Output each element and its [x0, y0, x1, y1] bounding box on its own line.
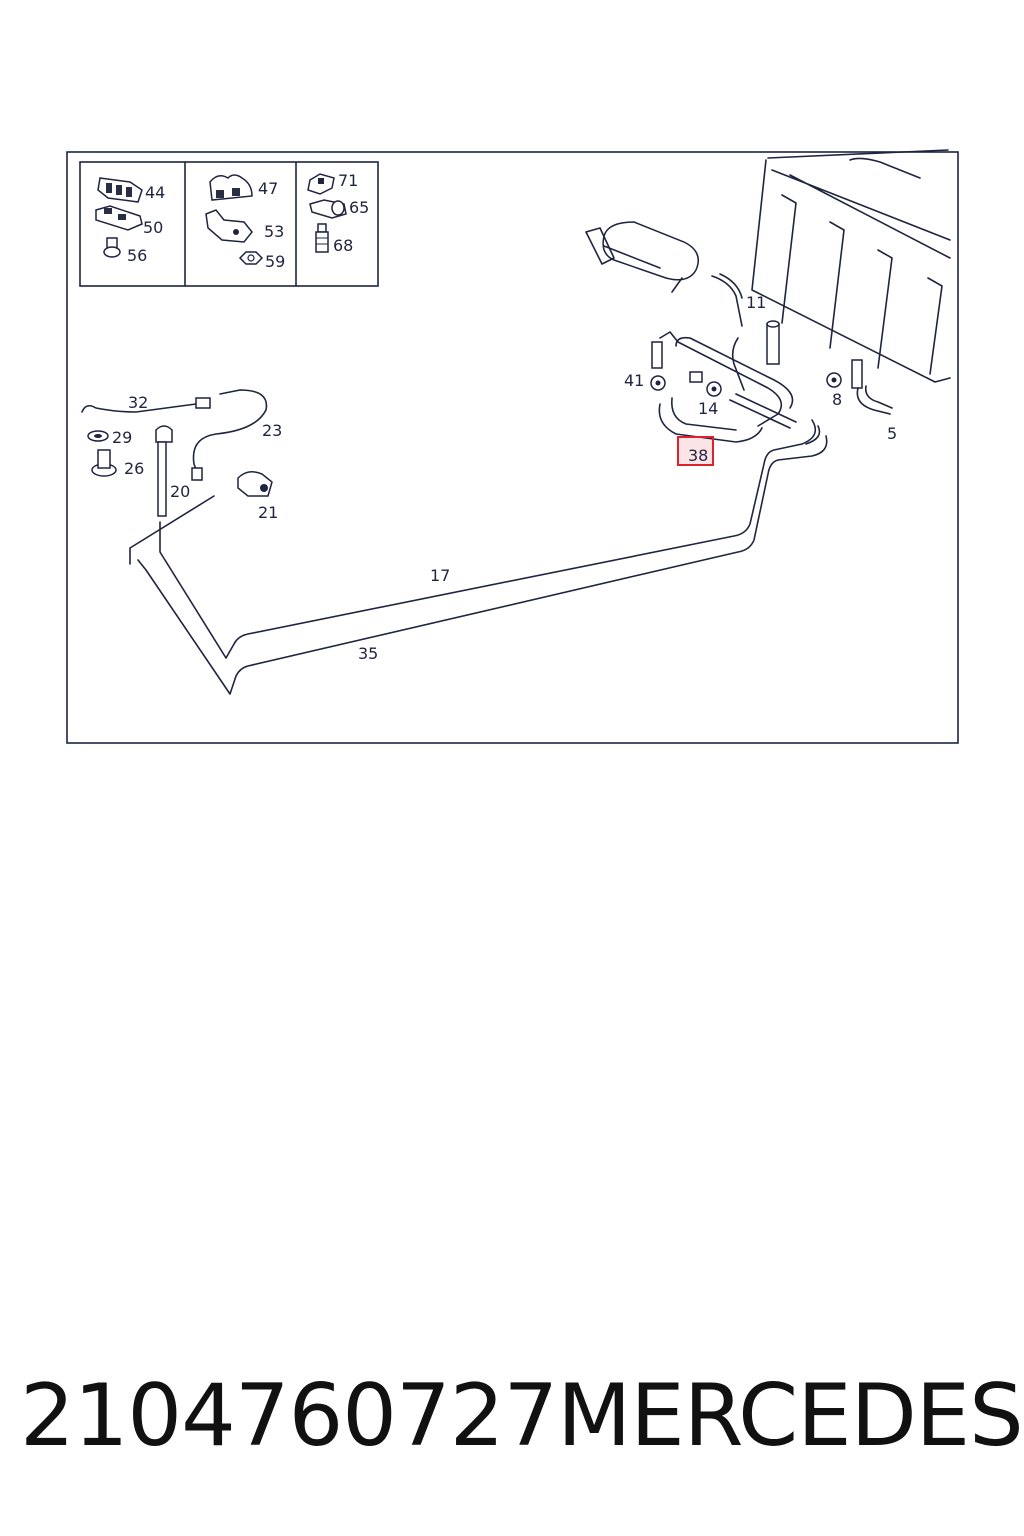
label-38: 38 — [688, 446, 708, 465]
screw-68-icon — [315, 223, 329, 253]
bolt-56-icon — [103, 237, 121, 258]
clip-44-icon — [97, 177, 143, 203]
legend-label-53: 53 — [264, 222, 284, 241]
fuel-filter-drawing — [585, 221, 743, 327]
nut-59-icon — [238, 251, 264, 265]
clipnut-71-icon — [307, 173, 335, 195]
label-5: 5 — [887, 424, 897, 443]
line-23-drawing — [191, 389, 268, 481]
legend-label-47: 47 — [258, 179, 278, 198]
label-21: 21 — [258, 503, 278, 522]
label-20: 20 — [170, 482, 190, 501]
label-11: 11 — [746, 293, 766, 312]
parts-diagram: 44 50 56 47 53 59 71 65 68 — [66, 149, 959, 744]
bracket-50-icon — [95, 205, 143, 231]
bracket-53-icon — [205, 209, 253, 243]
washer-29-icon — [87, 430, 109, 442]
fuel-line-35-drawing — [129, 435, 828, 695]
clamp-47-icon — [209, 174, 253, 201]
legend-label-71: 71 — [338, 171, 358, 190]
clip-8-icon — [826, 372, 842, 388]
label-23: 23 — [262, 421, 282, 440]
part-number: 2104760727 — [20, 1366, 558, 1466]
label-17: 17 — [430, 566, 450, 585]
highlighted-part-38[interactable]: 38 — [677, 436, 714, 466]
highlight-box — [677, 436, 714, 466]
legend-label-68: 68 — [333, 236, 353, 255]
legend-label-65: 65 — [349, 198, 369, 217]
legend-label-50: 50 — [143, 218, 163, 237]
fastener-legend: 44 50 56 47 53 59 71 65 68 — [79, 161, 379, 287]
legend-label-59: 59 — [265, 252, 285, 271]
label-32: 32 — [128, 393, 148, 412]
clip-41-icon — [650, 375, 666, 391]
clamp-21-icon — [237, 471, 273, 497]
banjo-bolt-26-icon — [91, 449, 117, 477]
clip-14-icon — [706, 381, 722, 397]
label-14: 14 — [698, 399, 718, 418]
label-29: 29 — [112, 428, 132, 447]
fuel-tank-drawing — [751, 149, 951, 383]
clip-65-icon — [309, 199, 347, 219]
fuel-lines-cluster-drawing — [651, 331, 797, 443]
brand-name: MERCEDES — [557, 1366, 1024, 1466]
legend-label-44: 44 — [145, 183, 165, 202]
label-26: 26 — [124, 459, 144, 478]
label-41: 41 — [624, 371, 644, 390]
hose-5-drawing — [851, 359, 893, 415]
label-8: 8 — [832, 390, 842, 409]
legend-label-56: 56 — [127, 246, 147, 265]
diagram-frame — [66, 151, 959, 744]
line-20-drawing — [155, 425, 173, 517]
label-35: 35 — [358, 644, 378, 663]
footer: 2104760727 MERCEDES — [20, 1366, 1024, 1466]
pipe-stub-11-drawing — [766, 320, 780, 365]
line-32-drawing — [81, 397, 211, 413]
fuel-line-17-drawing — [159, 419, 821, 659]
